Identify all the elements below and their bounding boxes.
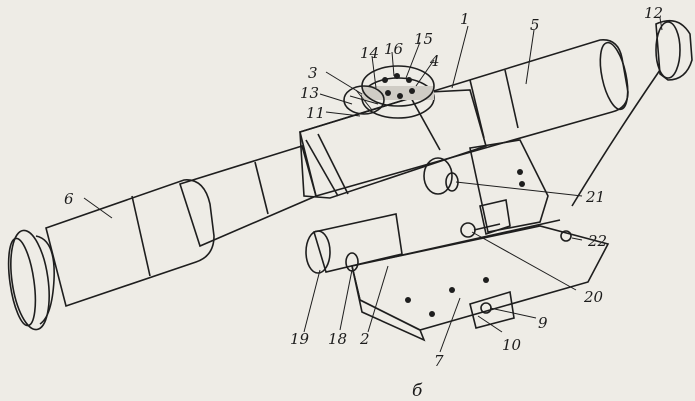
label-15: 15 [414, 30, 433, 48]
label-10: 10 [502, 336, 522, 354]
label-1: 1 [460, 10, 470, 28]
label-6: 6 [64, 190, 74, 208]
label-2: 2 [359, 330, 370, 348]
mount-uprights [469, 139, 549, 233]
sunshade [571, 19, 693, 207]
label-21: 21 [585, 188, 605, 206]
eyepiece-tube [178, 144, 317, 248]
objective-tube [299, 39, 629, 197]
label-4: 4 [429, 52, 440, 70]
label-20: 20 [583, 288, 604, 306]
label-7: 7 [434, 352, 444, 370]
label-13: 13 [300, 84, 319, 102]
label-12: 12 [644, 4, 663, 22]
screw-assembly [460, 199, 511, 238]
bracket-mount [351, 219, 610, 342]
side-dial [343, 85, 385, 115]
label-18: 18 [328, 330, 347, 348]
label-22: 22 [587, 232, 607, 250]
label-3: 3 [308, 64, 318, 82]
label-5: 5 [530, 16, 540, 34]
part-labels: 1 2 3 4 5 6 7 9 10 11 12 13 14 15 16 18 … [64, 4, 663, 401]
figure-caption: б [412, 381, 423, 401]
leader-lines [83, 17, 663, 353]
label-16: 16 [384, 40, 404, 58]
label-9: 9 [538, 314, 548, 332]
label-11: 11 [306, 104, 325, 122]
label-19: 19 [290, 330, 310, 348]
clamp-knob [305, 213, 403, 274]
eyecup [7, 229, 55, 331]
eyepiece-grip [45, 179, 215, 308]
turret [361, 65, 435, 119]
label-14: 14 [360, 44, 379, 62]
